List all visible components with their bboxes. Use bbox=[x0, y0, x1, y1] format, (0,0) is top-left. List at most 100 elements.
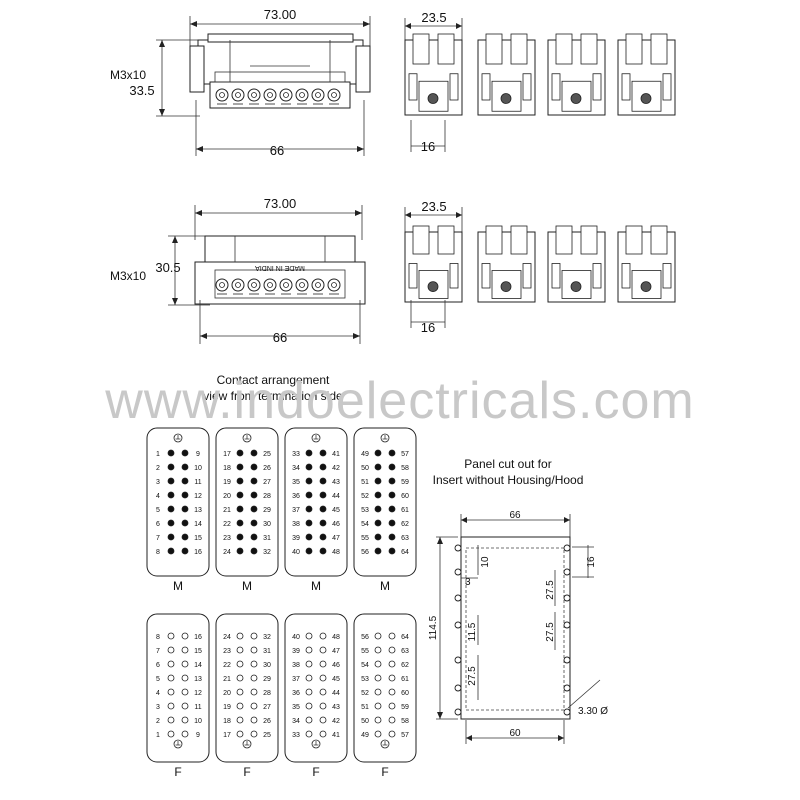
side-view-4 bbox=[617, 225, 676, 303]
contact-pin bbox=[181, 477, 189, 485]
contact-pin bbox=[236, 533, 244, 541]
contact-pin bbox=[305, 632, 313, 640]
contact-pin bbox=[236, 674, 244, 682]
pin-number: 30 bbox=[263, 521, 271, 528]
side-view-1 bbox=[404, 33, 463, 116]
contact-pin bbox=[250, 533, 258, 541]
contact-pin bbox=[305, 491, 313, 499]
pin-number: 42 bbox=[332, 718, 340, 725]
contact-pin bbox=[181, 646, 189, 654]
contact-pin bbox=[319, 505, 327, 513]
contact-pin bbox=[374, 449, 382, 457]
contact-pin bbox=[181, 632, 189, 640]
contact-pin bbox=[319, 674, 327, 682]
terminal-screw-icon bbox=[215, 278, 229, 295]
pin-number: 2 bbox=[156, 465, 160, 472]
pin-number: 13 bbox=[194, 507, 202, 514]
insert-type-label: F bbox=[381, 765, 388, 779]
pin-number: 23 bbox=[223, 648, 231, 655]
pin-number: 43 bbox=[332, 704, 340, 711]
contact-pin bbox=[250, 505, 258, 513]
panel-width-top: 66 bbox=[509, 510, 521, 521]
contact-pin bbox=[319, 660, 327, 668]
insert-type-label: M bbox=[380, 579, 390, 593]
contact-pin bbox=[319, 449, 327, 457]
watermark: www.indoelectricals.com bbox=[104, 372, 694, 430]
mounting-hole-icon bbox=[454, 656, 462, 664]
contact-pin bbox=[167, 491, 175, 499]
pin-number: 23 bbox=[223, 535, 231, 542]
contact-pin bbox=[305, 547, 313, 555]
pin-number: 51 bbox=[361, 704, 369, 711]
pin-number: 51 bbox=[361, 479, 369, 486]
contact-pin bbox=[388, 688, 396, 696]
pin-number: 26 bbox=[263, 718, 271, 725]
panel-dim-27-5-right-b: 27.5 bbox=[545, 622, 556, 642]
contact-pin bbox=[319, 716, 327, 724]
pin-number: 9 bbox=[196, 451, 200, 458]
top-width-label: 73.00 bbox=[264, 7, 297, 22]
pin-number: 29 bbox=[263, 676, 271, 683]
side-view-3 bbox=[547, 225, 606, 303]
contact-pin bbox=[167, 674, 175, 682]
bottom-screw-row bbox=[215, 278, 341, 295]
pin-number: 42 bbox=[332, 465, 340, 472]
contact-pin bbox=[236, 519, 244, 527]
pin-number: 56 bbox=[361, 549, 369, 556]
pin-number: 18 bbox=[223, 465, 231, 472]
contact-pin bbox=[167, 660, 175, 668]
pin-number: 36 bbox=[292, 493, 300, 500]
contact-pin bbox=[250, 660, 258, 668]
contact-pin bbox=[374, 716, 382, 724]
contact-pin bbox=[319, 730, 327, 738]
side-view-1 bbox=[404, 225, 463, 303]
contact-pin bbox=[388, 477, 396, 485]
contact-pin bbox=[236, 505, 244, 513]
contact-pin bbox=[236, 660, 244, 668]
contact-pin bbox=[181, 449, 189, 457]
contact-pin bbox=[388, 463, 396, 471]
contact-pin bbox=[236, 463, 244, 471]
pin-number: 39 bbox=[292, 535, 300, 542]
pin-number: 44 bbox=[332, 493, 340, 500]
panel-dim-10: 10 bbox=[480, 556, 491, 568]
pin-number: 53 bbox=[361, 507, 369, 514]
contact-pin bbox=[181, 519, 189, 527]
contact-pin bbox=[236, 688, 244, 696]
mounting-hole-icon bbox=[563, 684, 571, 692]
pin-number: 43 bbox=[332, 479, 340, 486]
top-front-view: 73.00 M3x10 33.5 66 bbox=[110, 7, 371, 158]
contact-pin bbox=[305, 449, 313, 457]
contact-pin bbox=[388, 730, 396, 738]
terminal-screw-icon bbox=[247, 278, 261, 295]
contact-pin bbox=[181, 716, 189, 724]
pin-number: 58 bbox=[401, 465, 409, 472]
pin-number: 21 bbox=[223, 507, 231, 514]
contact-pin bbox=[250, 688, 258, 696]
pin-number: 7 bbox=[156, 535, 160, 542]
contact-pin bbox=[319, 463, 327, 471]
panel-dim-3: 3 bbox=[465, 577, 471, 588]
mounting-hole-icon bbox=[563, 594, 571, 602]
terminal-screw-icon bbox=[263, 88, 277, 105]
pin-number: 17 bbox=[223, 451, 231, 458]
pin-number: 60 bbox=[401, 690, 409, 697]
pin-number: 37 bbox=[292, 676, 300, 683]
contact-pin bbox=[181, 730, 189, 738]
pin-number: 30 bbox=[263, 662, 271, 669]
pin-number: 52 bbox=[361, 493, 369, 500]
panel-dim-27-5-right-a: 27.5 bbox=[545, 580, 556, 600]
contact-pin bbox=[167, 688, 175, 696]
mounting-hole-icon bbox=[454, 708, 462, 716]
pin-number: 45 bbox=[332, 676, 340, 683]
terminal-screw-icon bbox=[247, 88, 261, 105]
contact-pin bbox=[250, 491, 258, 499]
contact-pin bbox=[305, 702, 313, 710]
contact-pin bbox=[305, 646, 313, 654]
panel-title-line-1: Panel cut out for bbox=[464, 457, 551, 471]
contact-pin bbox=[374, 519, 382, 527]
